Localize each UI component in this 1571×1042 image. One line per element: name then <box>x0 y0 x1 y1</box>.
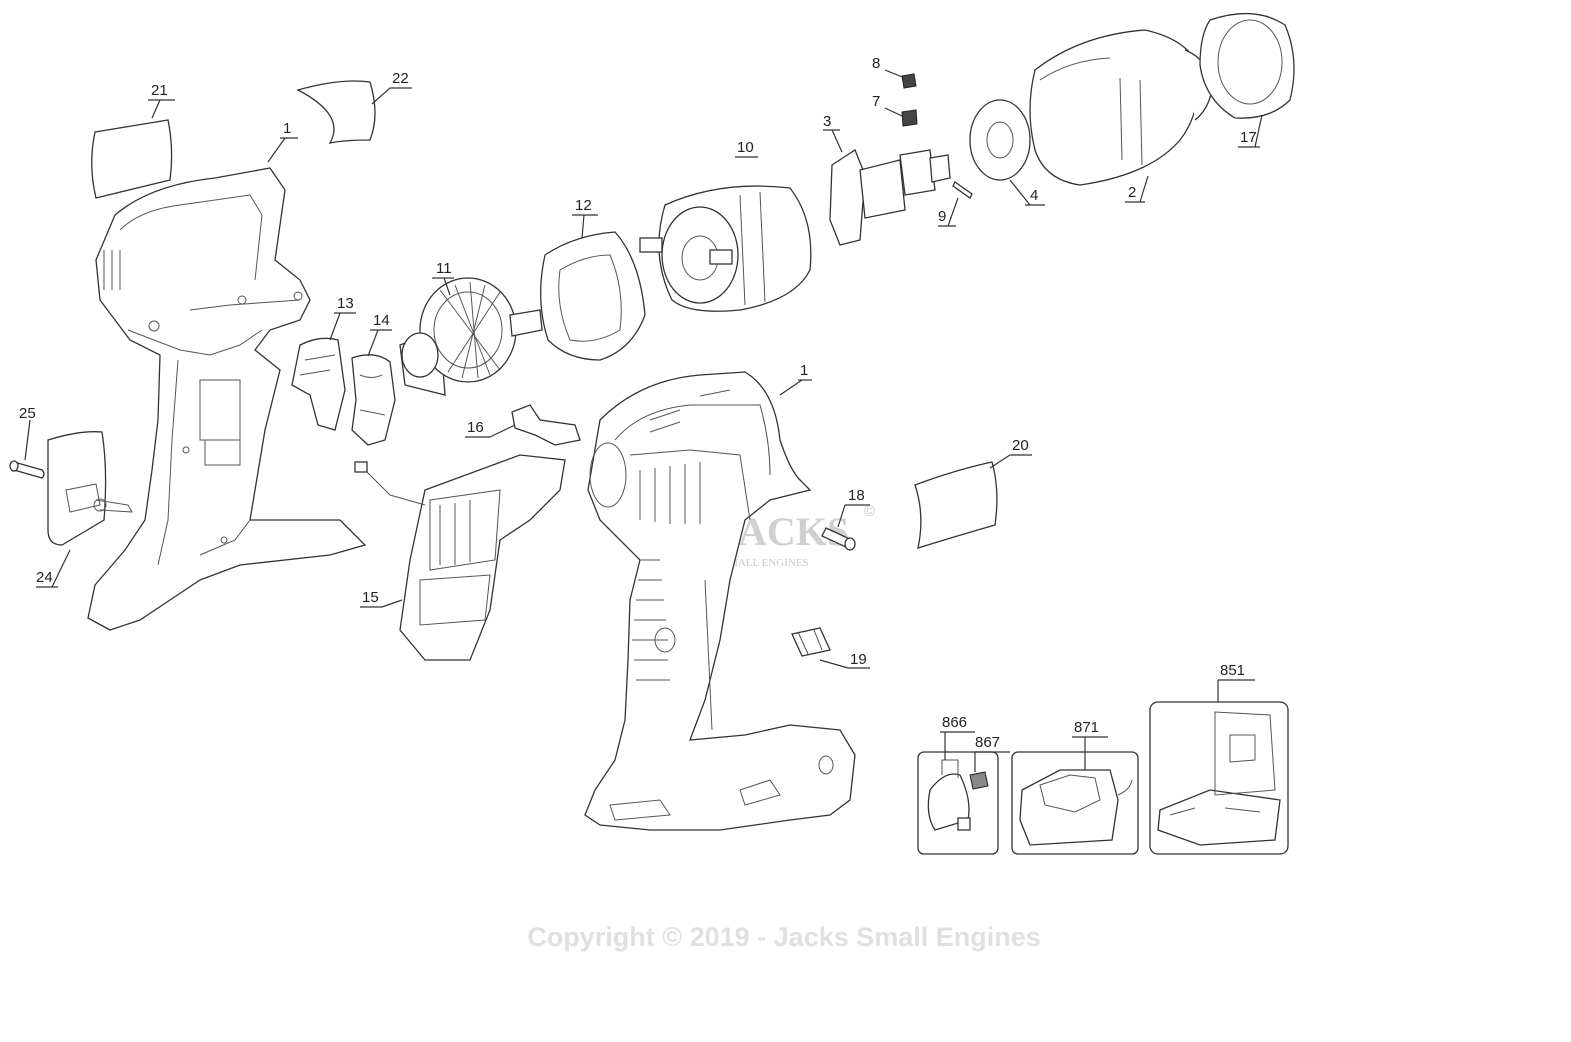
watermark-copyright-symbol: © <box>864 503 875 520</box>
callout-25: 25 <box>19 405 36 422</box>
part-1-housing-left: 1 <box>87 120 367 631</box>
callout-8: 8 <box>872 55 880 72</box>
callout-3: 3 <box>823 113 831 130</box>
callout-14: 14 <box>373 312 390 329</box>
callout-12: 12 <box>575 197 592 214</box>
part-22-label: 22 <box>296 70 412 144</box>
part-25-pin: 25 <box>9 405 45 479</box>
part-2-nose-housing: 2 <box>1029 29 1213 203</box>
part-15-switch: 15 <box>354 454 566 661</box>
part-3-anvil: 3 <box>823 113 951 246</box>
watermark-logo-subtext: SMALL ENGINES <box>722 557 809 569</box>
callout-21: 21 <box>151 82 168 99</box>
callout-16: 16 <box>467 419 484 436</box>
part-7-spring: 7 <box>872 93 918 127</box>
callout-1-left: 1 <box>283 120 291 137</box>
callout-13: 13 <box>337 295 354 312</box>
callout-18: 18 <box>848 487 865 504</box>
part-12-ring-gear: 12 <box>540 197 646 361</box>
callout-866: 866 <box>942 714 967 731</box>
callout-17: 17 <box>1240 129 1257 146</box>
callout-10: 10 <box>737 139 754 156</box>
part-851-case: 851 <box>1149 662 1289 855</box>
callout-9: 9 <box>938 208 946 225</box>
callout-2: 2 <box>1128 184 1136 201</box>
part-14-brush-plate: 14 <box>351 312 396 446</box>
callout-867: 867 <box>975 734 1000 751</box>
callout-11: 11 <box>436 260 452 277</box>
part-16-actuator: 16 <box>465 404 581 446</box>
part-11-motor-armature: 11 <box>399 260 543 396</box>
part-1-housing-assembled: 1 <box>584 362 856 831</box>
copyright-watermark: Copyright © 2019 - Jacks Small Engines <box>527 922 1041 952</box>
callout-1-assembled: 1 <box>800 362 808 379</box>
part-9-pin: 9 <box>938 181 973 227</box>
callout-15: 15 <box>362 589 379 606</box>
callout-24: 24 <box>36 569 53 586</box>
callout-19: 19 <box>850 651 867 668</box>
part-13-brush-holder: 13 <box>291 295 356 431</box>
part-24-belt-clip: 24 <box>36 431 133 588</box>
callout-7: 7 <box>872 93 880 110</box>
callout-20: 20 <box>1012 437 1029 454</box>
part-17-bumper: 17 <box>1199 12 1295 148</box>
callout-871: 871 <box>1074 719 1099 736</box>
part-4-washer: 4 <box>969 99 1045 206</box>
part-8-detent-pin: 8 <box>872 55 917 89</box>
part-19-terminal: 19 <box>791 627 870 669</box>
part-10-gear-case: 10 <box>639 139 812 312</box>
part-867-battery-cap: 867 <box>969 734 1010 790</box>
callout-4: 4 <box>1030 187 1038 204</box>
callout-851: 851 <box>1220 662 1245 679</box>
part-20-label: 20 <box>914 437 1032 549</box>
part-18-screw: 18 <box>821 487 870 551</box>
callout-22: 22 <box>392 70 409 87</box>
part-871-charger: 871 <box>1011 719 1139 855</box>
part-21-label: 21 <box>91 82 175 199</box>
